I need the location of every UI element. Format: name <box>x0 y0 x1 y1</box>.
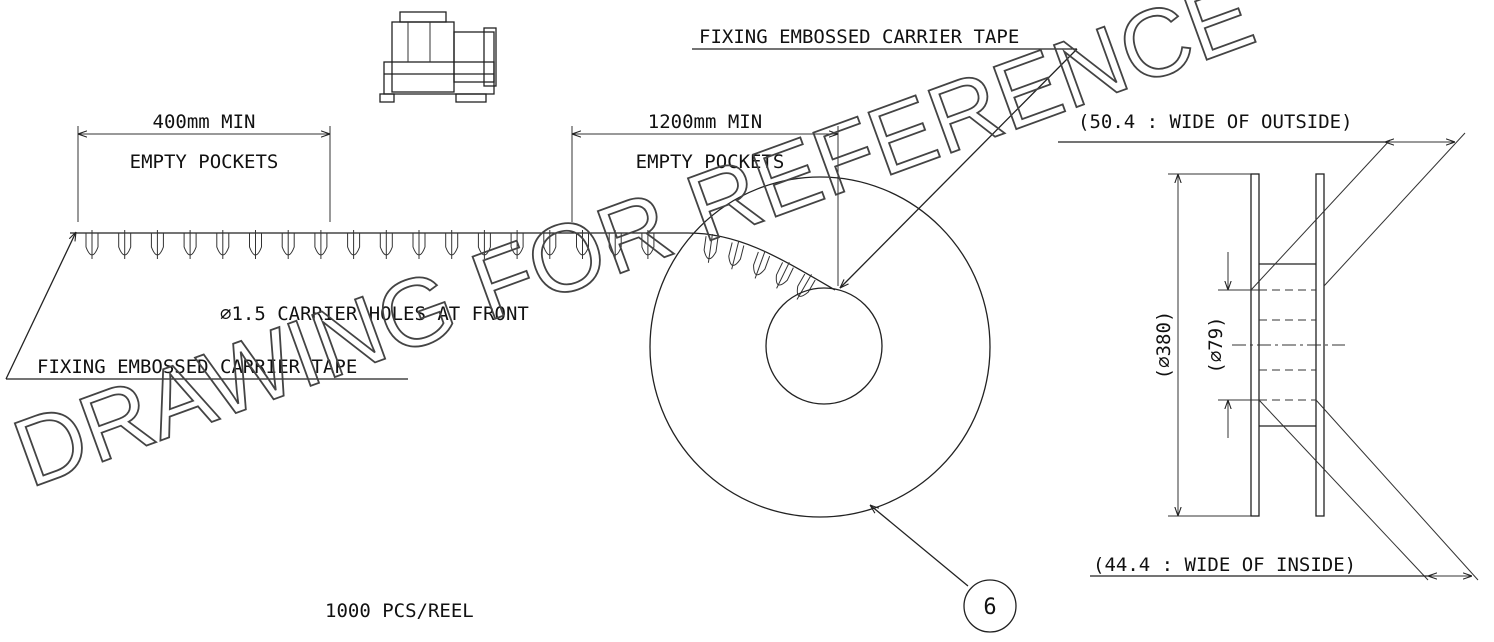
right-dimension <box>571 126 839 286</box>
balloon-leader <box>870 505 969 587</box>
tape-pocket-axis <box>776 262 790 289</box>
reel-hub-circle <box>765 287 883 405</box>
left-dimension <box>77 126 331 222</box>
balloon-circle <box>963 579 1017 633</box>
right-pockets-label: EMPTY POCKETS <box>636 151 785 173</box>
carrier-holes-label: ∅1.5 CARRIER HOLES AT FRONT <box>220 303 529 325</box>
fixing-left-label: FIXING EMBOSSED CARRIER TAPE <box>37 356 357 378</box>
dia-reel-label: (∅380) <box>1153 311 1175 380</box>
balloon-number: 6 <box>983 595 996 620</box>
left-pockets-label: EMPTY POCKETS <box>130 151 279 173</box>
tape-pocket-axis <box>707 233 713 263</box>
pcs-per-reel-label: 1000 PCS/REEL <box>325 600 474 622</box>
reel-side-view <box>1168 132 1479 581</box>
wide-outside-label: (50.4 : WIDE OF OUTSIDE) <box>1078 111 1353 133</box>
left-length-label: 400mm MIN <box>153 111 256 133</box>
tape-pocket-axis <box>754 251 766 279</box>
fixing-left-leader <box>5 232 76 380</box>
tape-pocket-axis <box>796 274 812 300</box>
right-length-label: 1200mm MIN <box>648 111 762 133</box>
dia-hub-label: (∅79) <box>1205 316 1227 373</box>
wide-inside-label: (44.4 : WIDE OF INSIDE) <box>1093 554 1356 576</box>
fixing-top-leader <box>840 48 1078 288</box>
component-sketch <box>379 11 497 103</box>
carrier-tape <box>70 230 836 300</box>
tape-pocket-axis <box>731 240 740 270</box>
fixing-top-label: FIXING EMBOSSED CARRIER TAPE <box>699 26 1019 48</box>
reel-outer-circle <box>649 176 991 518</box>
